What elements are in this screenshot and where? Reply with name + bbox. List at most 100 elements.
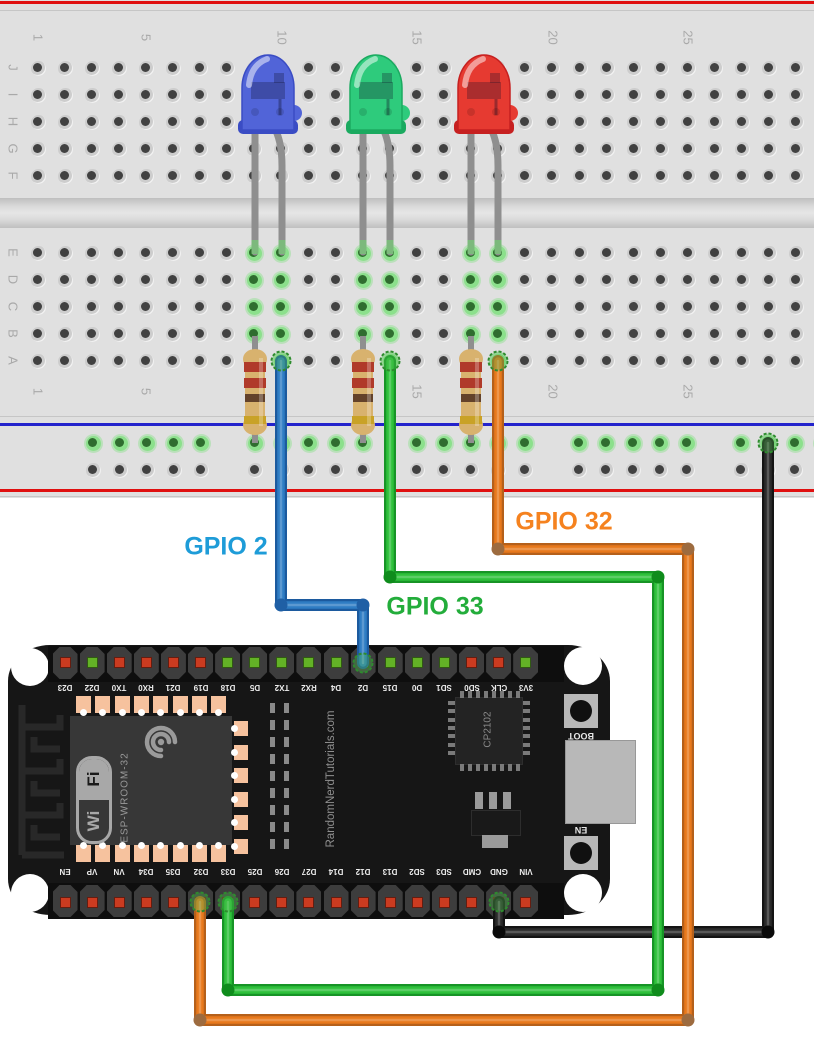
breadboard-hole: [193, 245, 209, 261]
chip-pad: [484, 691, 488, 698]
pin-indicator-red: [466, 897, 477, 908]
row-letter: F: [5, 171, 21, 180]
breadboard-hole: [653, 168, 669, 184]
breadboard-hole: [328, 326, 344, 342]
wire-bendpoint[interactable]: [492, 925, 506, 939]
breadboard-hole: [437, 245, 452, 261]
pin-indicator-red: [167, 657, 179, 668]
module-pad: [211, 842, 227, 862]
pin-label-d18: D18: [220, 683, 235, 692]
wire-bendpoint[interactable]: [681, 542, 695, 556]
wire-bendpoint[interactable]: [193, 1013, 207, 1027]
wire-bendpoint[interactable]: [274, 598, 288, 612]
chip-pad: [516, 691, 520, 698]
breadboard-hole: [166, 168, 181, 184]
breadboard-hole: [652, 462, 668, 478]
breadboard-hole: [653, 272, 669, 288]
column-number: 20: [545, 30, 561, 45]
chip-pad: [523, 701, 530, 705]
breadboard-hole: [436, 462, 452, 478]
pin-label-tx0: TX0: [111, 683, 127, 692]
breadboard-hole: [735, 353, 751, 369]
breadboard-hole: [84, 326, 100, 342]
breadboard-hole-connected: [166, 435, 182, 451]
breadboard-hole: [111, 60, 127, 76]
breadboard-hole: [328, 272, 344, 288]
wire-bendpoint[interactable]: [651, 570, 665, 584]
gpio2-label[interactable]: GPIO 2: [184, 532, 268, 561]
pin-label-sd3: SD3: [436, 867, 453, 876]
breadboard-hole: [328, 60, 344, 76]
wifi-logo-fi: Fi: [84, 771, 103, 787]
breadboard-hole: [166, 141, 181, 157]
breadboard-hole-connected: [247, 245, 263, 261]
breadboard-hole: [437, 299, 452, 315]
breadboard-hole-connected: [652, 435, 668, 451]
wire-bendpoint[interactable]: [221, 983, 235, 997]
breadboard-hole: [301, 326, 317, 342]
breadboard-hole-connected: [787, 435, 803, 451]
wire-bendpoint[interactable]: [761, 925, 775, 939]
wire-bendpoint[interactable]: [356, 598, 370, 612]
breadboard-hole: [598, 462, 614, 478]
column-number: 10: [274, 384, 290, 399]
chip-pad: [523, 717, 530, 722]
module-pad: [76, 842, 91, 862]
breadboard-hole: [193, 87, 209, 103]
castellation-dash: [270, 703, 275, 713]
breadboard-hole: [789, 272, 805, 288]
pin-label-d27: D27: [301, 867, 317, 876]
breadboard-hole-connected: [355, 272, 371, 288]
cp2102-chip: CP2102: [455, 697, 523, 765]
breadboard-hole: [789, 326, 805, 342]
breadboard-hole: [762, 353, 778, 369]
breadboard-hole: [626, 299, 642, 315]
breadboard-hole: [626, 245, 642, 261]
breadboard-hole: [84, 87, 100, 103]
breadboard-hole: [166, 60, 181, 76]
wire-bendpoint[interactable]: [491, 542, 505, 556]
breadboard-hole: [572, 272, 588, 288]
breadboard-hole: [464, 114, 480, 130]
castellation-dash: [284, 788, 289, 798]
breadboard-hole: [111, 299, 127, 315]
breadboard-hole-connected: [491, 272, 507, 288]
gpio33-label[interactable]: GPIO 33: [386, 592, 484, 621]
pin-label-vn: VN: [113, 867, 125, 876]
breadboard-hole-connected: [247, 299, 263, 315]
breadboard-hole: [680, 114, 696, 130]
breadboard-hole: [437, 114, 452, 130]
breadboard-hole: [409, 272, 425, 288]
breadboard-hole: [599, 141, 615, 157]
breadboard-hole: [518, 141, 534, 157]
breadboard-hole: [328, 168, 344, 184]
pin-indicator-red: [493, 897, 505, 908]
gpio32-label[interactable]: GPIO 32: [515, 507, 613, 536]
wire-bendpoint[interactable]: [651, 983, 665, 997]
breadboard-hole: [30, 60, 46, 76]
breadboard-hole: [30, 168, 46, 184]
breadboard-hole: [735, 87, 751, 103]
mounting-hole: [11, 648, 49, 686]
chip-pad: [508, 764, 512, 771]
breadboard-hole-connected: [598, 435, 614, 451]
breadboard-hole: [166, 272, 181, 288]
breadboard-hole: [274, 141, 290, 157]
wire-bendpoint[interactable]: [383, 570, 397, 584]
breadboard-hole: [193, 141, 209, 157]
chip-pad: [460, 691, 464, 698]
breadboard-hole: [409, 462, 425, 478]
chip-pad: [492, 764, 496, 771]
breadboard-hole: [301, 353, 317, 369]
breadboard-hole: [382, 168, 398, 184]
pin-label-gnd: GND: [489, 867, 508, 876]
breadboard-hole: [733, 462, 749, 478]
wire-bendpoint[interactable]: [681, 1013, 695, 1027]
pin-label-d19: D19: [193, 683, 208, 692]
breadboard-hole: [112, 462, 128, 478]
breadboard-hole: [382, 87, 398, 103]
chip-pad: [484, 764, 488, 771]
pin-indicator-green: [330, 657, 342, 668]
